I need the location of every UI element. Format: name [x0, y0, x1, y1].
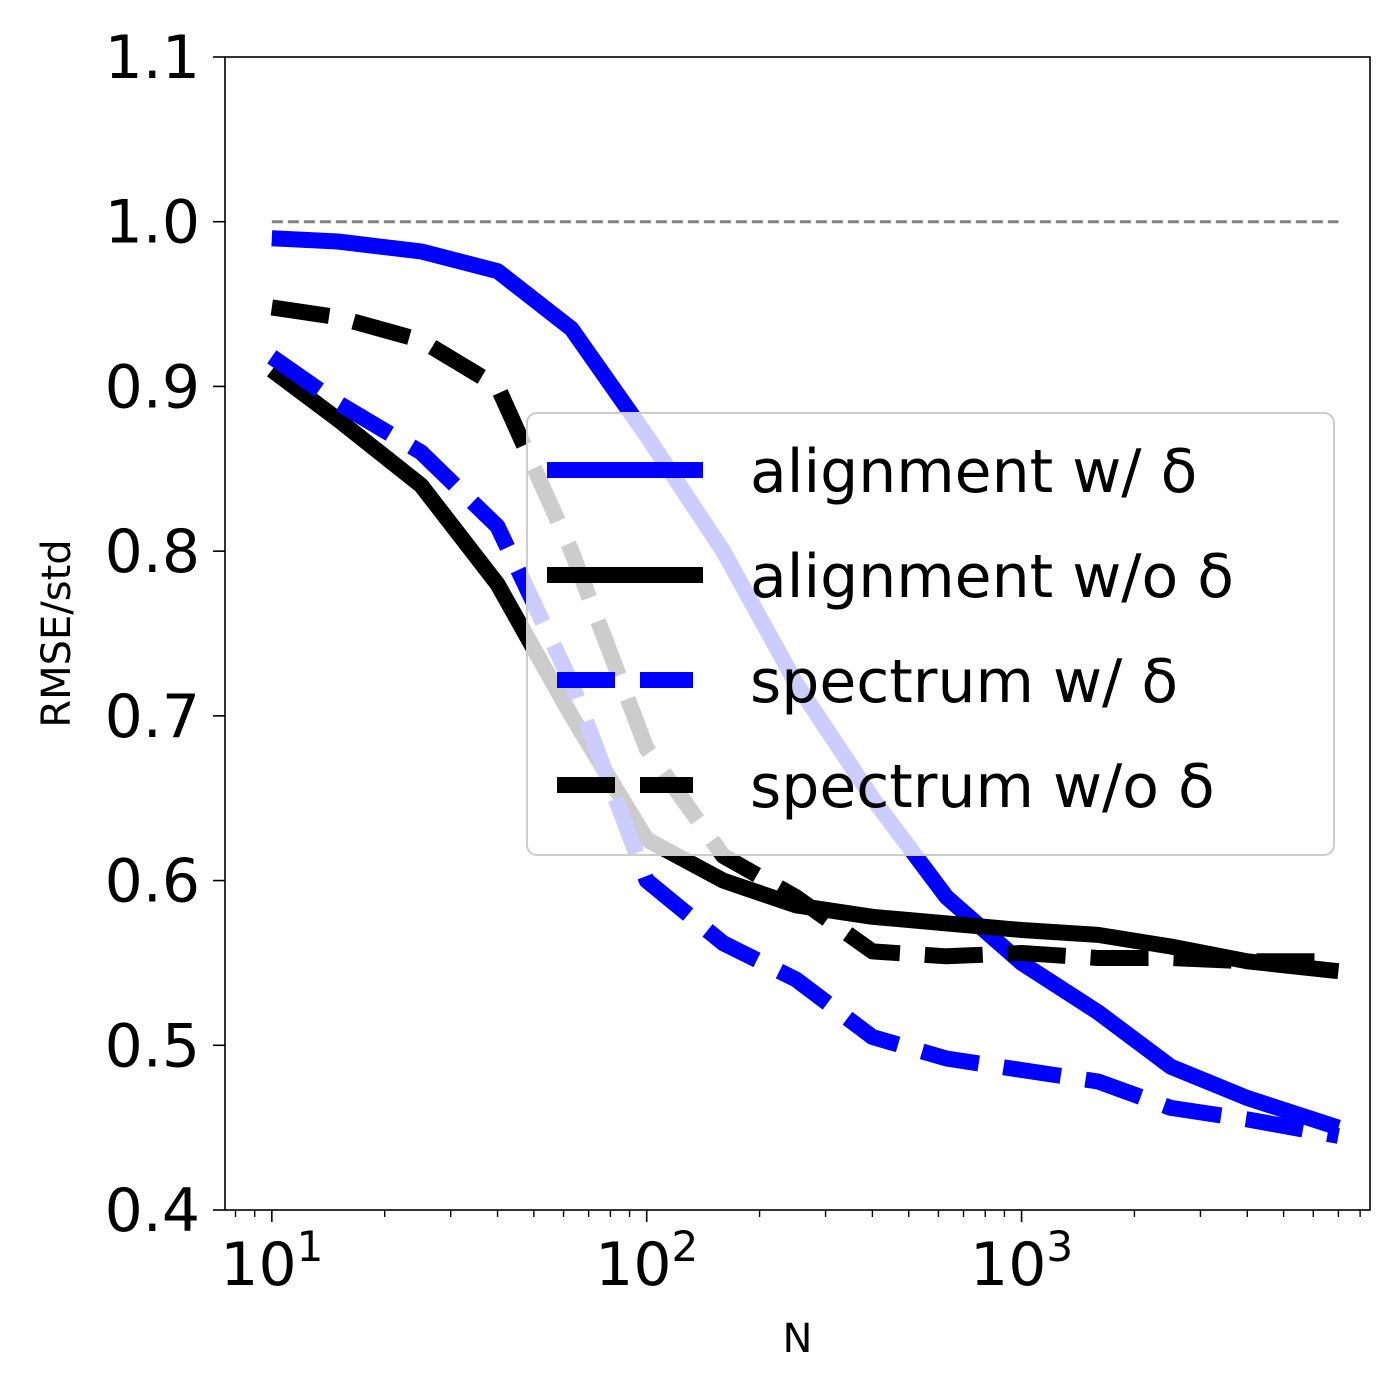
y-tick-label: 0.7	[105, 682, 200, 752]
x-tick-label: 103	[970, 1222, 1073, 1300]
x-tick-label: 102	[595, 1222, 698, 1300]
y-tick-label: 0.6	[105, 847, 200, 917]
y-tick-label: 1.0	[105, 188, 200, 258]
legend-label-4: spectrum w/o δ	[750, 752, 1215, 822]
x-tick-label: 101	[220, 1222, 323, 1300]
legend: alignment w/ δ alignment w/o δ spectrum w/…	[526, 412, 1335, 856]
y-axis-label: RMSE/std	[34, 539, 80, 727]
major-ticks	[213, 56, 1023, 1222]
x-axis-label: N	[783, 1316, 813, 1362]
y-tick-label: 0.4	[105, 1176, 200, 1246]
y-tick-label: 0.9	[105, 352, 200, 422]
y-tick-label: 0.5	[105, 1011, 200, 1081]
legend-label-1: alignment w/ δ	[750, 437, 1197, 507]
legend-box	[526, 412, 1335, 856]
series-line-4	[270, 299, 1339, 970]
y-tick-label: 1.1	[105, 23, 200, 93]
y-tick-label: 0.8	[105, 517, 200, 587]
series-line-3	[267, 350, 1340, 1144]
legend-label-3: spectrum w/ δ	[750, 647, 1178, 717]
minor-ticks	[234, 1210, 1361, 1217]
legend-label-2: alignment w/o δ	[750, 542, 1234, 612]
plot-frame	[224, 56, 1371, 1211]
tick-labels: 101 102 103 0.4 0.5 0.6 0.7 0.8 0.9 1.0 1.1	[105, 23, 1074, 1300]
